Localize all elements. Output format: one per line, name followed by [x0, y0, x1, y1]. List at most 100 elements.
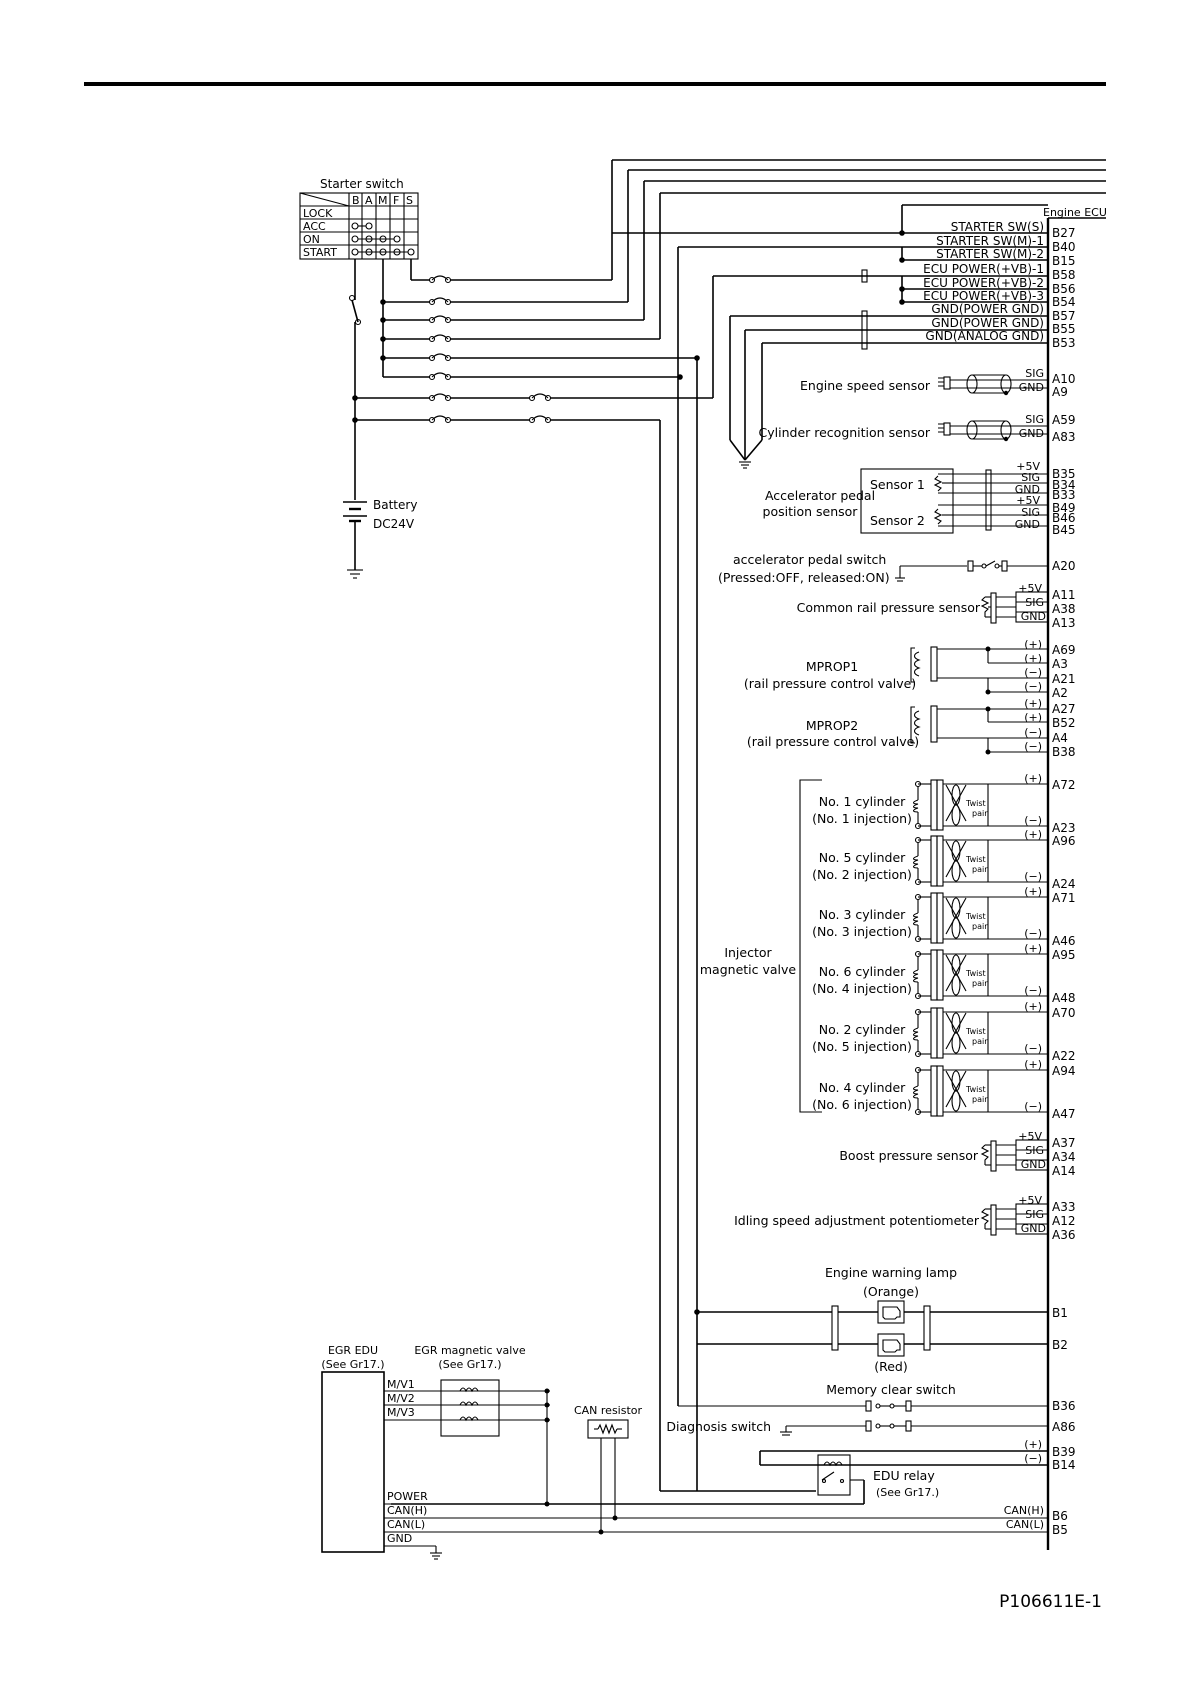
engine-ecu: Engine ECU	[1043, 206, 1107, 1550]
pin-a2: A2	[1052, 686, 1068, 700]
term-minus: (−)	[1024, 1100, 1042, 1113]
term-minus: (−)	[1024, 870, 1042, 883]
memory-clear-label: Memory clear switch	[826, 1382, 956, 1397]
cylinder-recognition-sensor: Cylinder recognition sensor SIG GND A59 …	[759, 413, 1076, 444]
ecu-sig-b57: GND(POWER GND)	[931, 302, 1044, 316]
term-canh: CAN(H)	[387, 1504, 427, 1517]
edu-relay: EDU relay (See Gr17.) (+) (−) B39 B14	[391, 1438, 1076, 1505]
term: SIG	[1021, 506, 1040, 519]
accel-label-2: position sensor	[763, 504, 859, 519]
pin-a33: A33	[1052, 1200, 1075, 1214]
pin-a24: A24	[1052, 877, 1075, 891]
injector-1-label-1: No. 1 cylinder	[819, 794, 906, 809]
term-gnd: GND	[387, 1532, 412, 1545]
accel-label-1: Accelerator pedal	[765, 488, 875, 503]
term-sig: SIG	[1025, 367, 1044, 380]
diagnosis-switch: Diagnosis switch A86	[666, 1419, 1075, 1436]
starter-switch-title: Starter switch	[320, 177, 404, 191]
engine-speed-label: Engine speed sensor	[800, 378, 931, 393]
row-start: START	[303, 246, 337, 259]
ecu-sig-b56: ECU POWER(+VB)-2	[923, 276, 1044, 290]
term: +5V	[1018, 1194, 1042, 1207]
row-lock: LOCK	[303, 207, 333, 220]
col-m: M	[378, 194, 388, 207]
row-acc: ACC	[303, 220, 326, 233]
pin-b15: B15	[1052, 254, 1076, 268]
pin-b52: B52	[1052, 716, 1076, 730]
twist-label: pair	[972, 1037, 988, 1046]
injector-5-label-2: (No. 5 injection)	[812, 1039, 912, 1054]
can-resistor: CAN resistor	[574, 1404, 643, 1535]
ecu-sig-b55: GND(POWER GND)	[931, 316, 1044, 330]
pin-a96: A96	[1052, 834, 1075, 848]
pin-b27: B27	[1052, 226, 1076, 240]
starter-switch: Starter switch B A M F S LOCK ACC ON STA…	[299, 177, 419, 260]
term-minus: (−)	[1024, 927, 1042, 940]
pin-b36: B36	[1052, 1399, 1076, 1413]
pin-a11: A11	[1052, 588, 1075, 602]
pin-a37: A37	[1052, 1136, 1075, 1150]
mprop1-valve: MPROP1 (rail pressure control valve) (+)…	[744, 638, 1076, 700]
term: +5V	[1018, 582, 1042, 595]
ground-icon	[347, 569, 363, 579]
twist-label: Twist	[965, 969, 986, 978]
term-power: POWER	[387, 1490, 428, 1503]
term: (−)	[1024, 726, 1042, 739]
injector-group-label-1: Injector	[724, 945, 772, 960]
twist-label: Twist	[965, 1085, 986, 1094]
pin-a72: A72	[1052, 778, 1075, 792]
pin-b46: B46	[1052, 511, 1076, 525]
pin-a10: A10	[1052, 372, 1075, 386]
term: +5V	[1018, 1130, 1042, 1143]
pin-b49: B49	[1052, 501, 1076, 515]
egr-edu-label-1: EGR EDU	[328, 1344, 378, 1357]
pin-a20: A20	[1052, 559, 1075, 573]
injector-4: Twist pair No. 6 cylinder (No. 4 injecti…	[812, 942, 1075, 1005]
boost-label: Boost pressure sensor	[839, 1148, 979, 1163]
term-plus: (+)	[1024, 828, 1042, 841]
term-plus: (+)	[1024, 942, 1042, 955]
cyl-recog-label: Cylinder recognition sensor	[759, 425, 931, 440]
injector-6: Twist pair No. 4 cylinder (No. 6 injecti…	[812, 1058, 1075, 1121]
pin-a69: A69	[1052, 643, 1075, 657]
twist-label: Twist	[965, 912, 986, 921]
battery-voltage: DC24V	[373, 517, 415, 531]
term-minus: (−)	[1024, 1452, 1042, 1465]
twist-label: pair	[972, 1095, 988, 1104]
battery: Battery DC24V	[343, 498, 417, 579]
twist-label: pair	[972, 979, 988, 988]
pin-a86: A86	[1052, 1420, 1075, 1434]
col-b: B	[352, 194, 360, 207]
pin-a95: A95	[1052, 948, 1075, 962]
accel-switch-label-1: accelerator pedal switch	[733, 552, 886, 567]
accel-pedal-switch: accelerator pedal switch (Pressed:OFF, r…	[718, 552, 1075, 585]
term-gnd: GND	[1019, 381, 1044, 394]
ecu-sig-b53: GND(ANALOG GND)	[925, 329, 1044, 343]
injector-2: Twist pair No. 5 cylinder (No. 2 injecti…	[812, 828, 1075, 891]
pin-a21: A21	[1052, 672, 1075, 686]
term-gnd: GND	[1019, 427, 1044, 440]
pin-a71: A71	[1052, 891, 1075, 905]
common-rail-label: Common rail pressure sensor	[797, 600, 981, 615]
term: SIG	[1025, 1208, 1044, 1221]
injector-group: Injector magnetic valve	[700, 779, 822, 1113]
pin-a83: A83	[1052, 430, 1075, 444]
boost-pressure-sensor: Boost pressure sensor +5V SIG GND A37 A3…	[839, 1130, 1075, 1178]
pin-a94: A94	[1052, 1064, 1075, 1078]
sensor1-label: Sensor 1	[870, 477, 925, 492]
pin-b6: B6	[1052, 1509, 1068, 1523]
injector-5-label-1: No. 2 cylinder	[819, 1022, 906, 1037]
injector-1-label-2: (No. 1 injection)	[812, 811, 912, 826]
term-canh: CAN(H)	[1004, 1504, 1044, 1517]
ecu-sig-b15: STARTER SW(M)-2	[936, 247, 1044, 261]
mprop2-label-1: MPROP2	[806, 718, 858, 733]
pin-a36: A36	[1052, 1228, 1075, 1242]
injector-2-label-1: No. 5 cylinder	[819, 850, 906, 865]
term: (−)	[1024, 666, 1042, 679]
can-resistor-label: CAN resistor	[574, 1404, 643, 1417]
pin-b39: B39	[1052, 1445, 1076, 1459]
injector-4-label-2: (No. 4 injection)	[812, 981, 912, 996]
ecu-sig-b27: STARTER SW(S)	[951, 220, 1044, 234]
term-plus: (+)	[1024, 1438, 1042, 1451]
battery-label: Battery	[373, 498, 417, 512]
